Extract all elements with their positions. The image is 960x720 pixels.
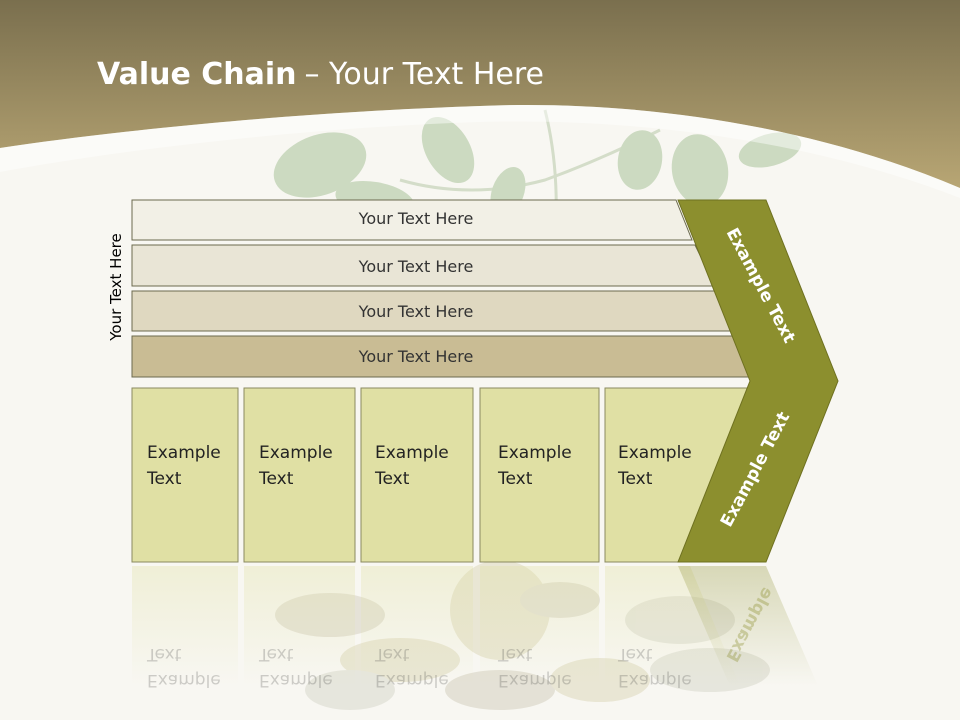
- reflection-text-5b: Text: [617, 644, 653, 664]
- svg-text:ExampleText: Example Text: [258, 644, 333, 690]
- reflection-text-4b: Text: [497, 644, 533, 664]
- reflection-text-2a: Example: [259, 670, 333, 690]
- reflection-text-1b: Text: [146, 644, 182, 664]
- column-1: [131, 387, 239, 563]
- band-1-label: Your Text Here: [358, 209, 474, 228]
- title-rest: – Your Text Here: [305, 57, 544, 92]
- reflection-text-2b: Text: [258, 644, 294, 664]
- svg-text:ExampleText: Example Text: [146, 644, 221, 690]
- side-label: Your Text Here: [107, 233, 125, 341]
- band-4-label: Your Text Here: [358, 347, 474, 366]
- header-band: [0, 0, 960, 188]
- reflection-arrow: [678, 566, 818, 686]
- svg-text:ExampleText: Example Text: [497, 644, 572, 690]
- slide-title: Value Chain– Your Text Here: [97, 57, 544, 92]
- band-row-1: Your Text Here: [131, 199, 693, 241]
- band-row-3: Your Text Here: [131, 290, 739, 332]
- column-4: [479, 387, 600, 563]
- band-3-label: Your Text Here: [358, 302, 474, 321]
- reflection-text-4a: Example: [498, 670, 572, 690]
- band-row-2: Your Text Here: [131, 244, 716, 287]
- band-1: [131, 199, 693, 241]
- svg-text:ExampleText: Example Text: [617, 644, 692, 690]
- header-swoosh: [0, 104, 960, 198]
- reflection-text-5a: Example: [618, 670, 692, 690]
- band-row-4: Your Text Here: [131, 335, 763, 378]
- reflection-text-3b: Text: [374, 644, 410, 664]
- reflection-column-1: [132, 566, 238, 686]
- title-bold: Value Chain: [97, 57, 297, 92]
- chevron-arrow: [677, 199, 839, 563]
- reflection-text-1a: Example: [147, 670, 221, 690]
- reflection-text-3a: Example: [375, 670, 449, 690]
- reflection-column-4: [480, 566, 599, 686]
- svg-text:ExampleText: Example Text: [374, 644, 449, 690]
- reflection-column-3: [361, 566, 473, 686]
- reflection-column-5: [605, 566, 740, 686]
- reflection-column-2: [244, 566, 355, 686]
- reflection: Example Text Example Text Example Text Exam…: [132, 566, 818, 690]
- column-3: [360, 387, 474, 563]
- column-2: [243, 387, 356, 563]
- band-2-label: Your Text Here: [358, 257, 474, 276]
